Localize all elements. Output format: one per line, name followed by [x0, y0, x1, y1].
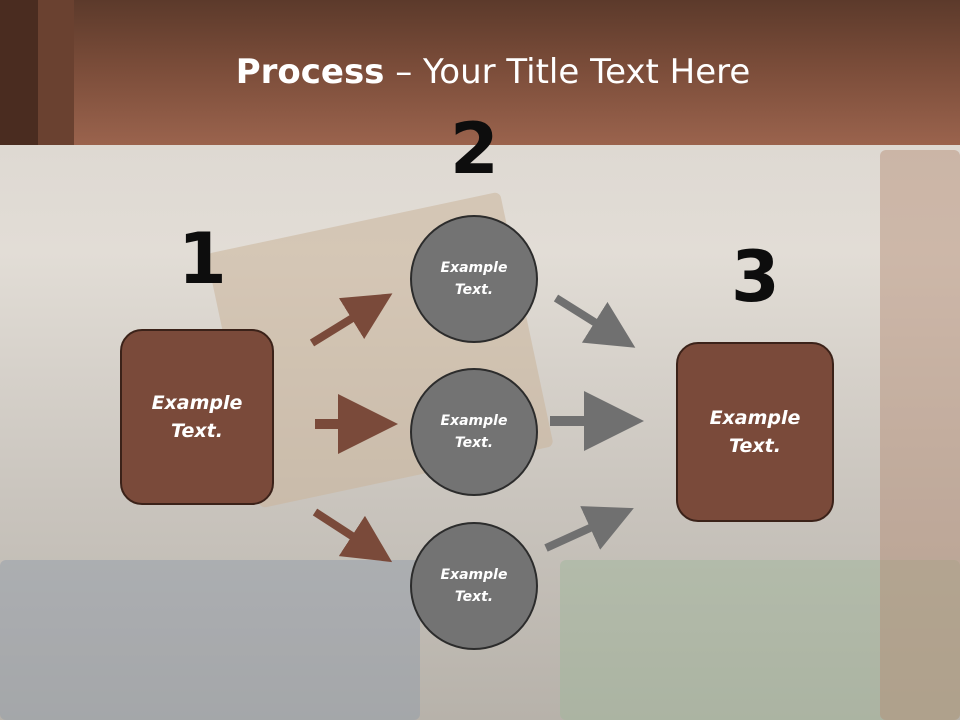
slide-title: Process – Your Title Text Here: [0, 52, 960, 92]
title-rest: – Your Title Text Here: [384, 52, 751, 92]
title-bar-accent-dark: [0, 0, 38, 145]
robot-arm-shape: [880, 150, 960, 720]
arrow-top-to-right: [553, 294, 636, 348]
step-number-1: 1: [178, 218, 227, 300]
box-left-line1: Example: [151, 391, 243, 414]
conveyor-shape: [0, 560, 420, 720]
circle-middle-line1: Example: [440, 412, 508, 429]
box-right-line2: Text.: [729, 435, 781, 457]
arrow-left-to-top: [309, 293, 393, 347]
circle-top-line1: Example: [440, 259, 508, 276]
title-bar: Process – Your Title Text Here: [0, 0, 960, 145]
circle-top-line2: Text.: [454, 282, 494, 298]
circle-bottom-line2: Text.: [454, 589, 494, 605]
box-right-line1: Example: [709, 406, 801, 429]
arrow-left-to-bottom: [312, 508, 393, 563]
box-left-line2: Text.: [171, 420, 223, 442]
step-number-3: 3: [731, 236, 780, 318]
arrow-bottom-to-right: [544, 506, 634, 552]
circle-bottom-line1: Example: [440, 566, 508, 583]
green-table-shape: [560, 560, 960, 720]
title-bold: Process: [235, 52, 385, 92]
step-number-2: 2: [450, 108, 499, 190]
circle-middle-line2: Text.: [454, 435, 494, 451]
title-bar-accent: [38, 0, 74, 145]
